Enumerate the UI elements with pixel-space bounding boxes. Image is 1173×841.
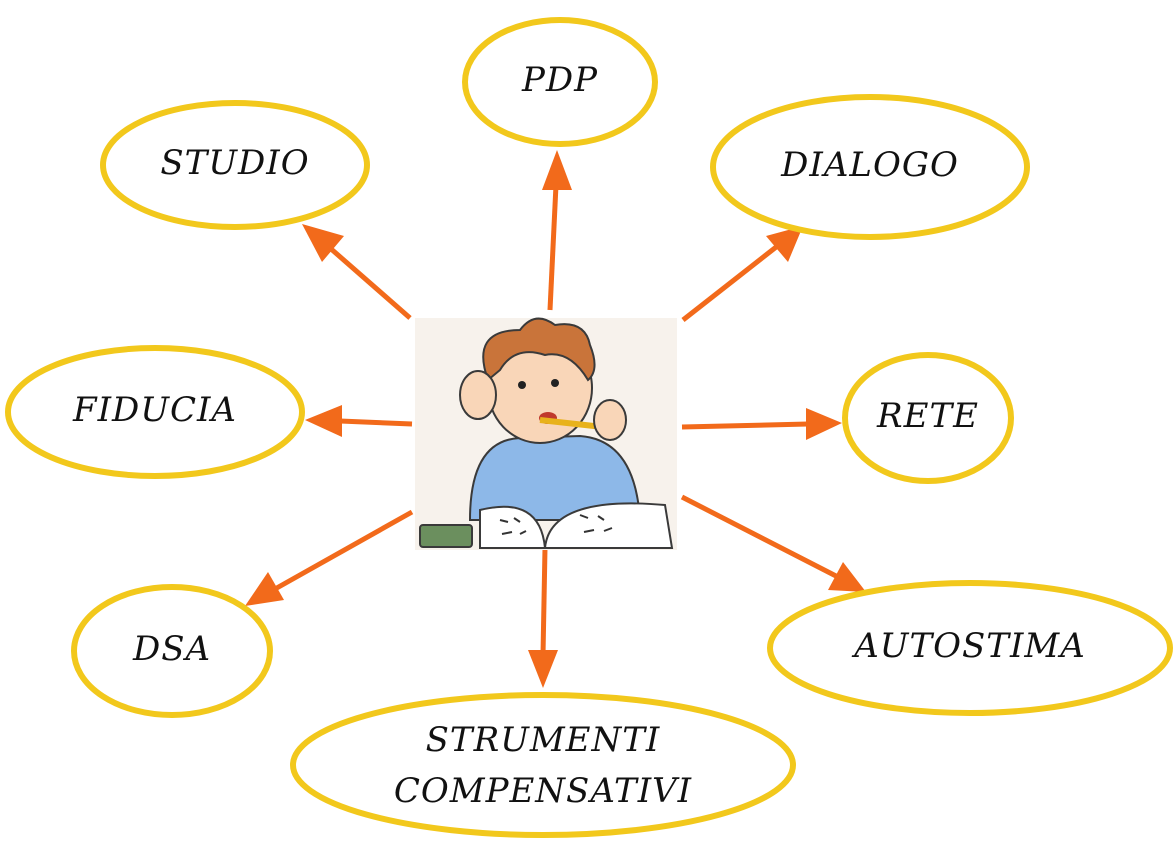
right-hand [593,399,627,441]
node-dialogo: DIALOGO [710,94,1030,240]
node-rete: RETE [842,352,1014,484]
arrow-to-rete [681,408,842,440]
arrow-to-fiducia [305,405,413,437]
node-studio: STUDIO [100,100,370,230]
node-label-pdp: PDP [521,60,598,100]
node-fiducia: FIDUCIA [5,345,305,479]
node-label-dialogo: DIALOGO [780,145,959,185]
node-label-dsa: DSA [132,629,211,669]
book-scribbles-left [499,517,527,535]
node-dsa: DSA [71,584,273,718]
node-pdp: PDP [462,17,658,147]
node-strumenti-compensativi: STRUMENTI COMPENSATIVI [290,692,796,838]
arrow-to-dialogo [681,226,803,322]
node-label-strumenti-line2: COMPENSATIVI [394,771,692,811]
arrow-to-dsa [245,509,414,606]
node-label-strumenti-line1: STRUMENTI [426,720,661,760]
calculator [419,524,473,548]
arrow-to-studio [302,224,412,320]
book-scribbles-right [579,514,613,533]
shirt [468,434,642,521]
arrow-to-autostima [680,494,866,592]
node-label-rete: RETE [876,396,979,436]
book-right-page [543,502,674,549]
arrow-to-pdp [542,150,572,311]
node-label-studio: STUDIO [160,143,309,183]
node-autostima: AUTOSTIMA [767,580,1173,716]
left-hand [459,370,497,420]
left-eye [518,381,526,389]
arrow-to-strumenti [528,547,558,688]
right-eye [551,379,559,387]
node-label-fiducia: FIDUCIA [72,390,237,430]
child-studying-illustration [415,317,677,550]
hair [482,317,596,382]
node-label-autostima: AUTOSTIMA [851,626,1086,666]
